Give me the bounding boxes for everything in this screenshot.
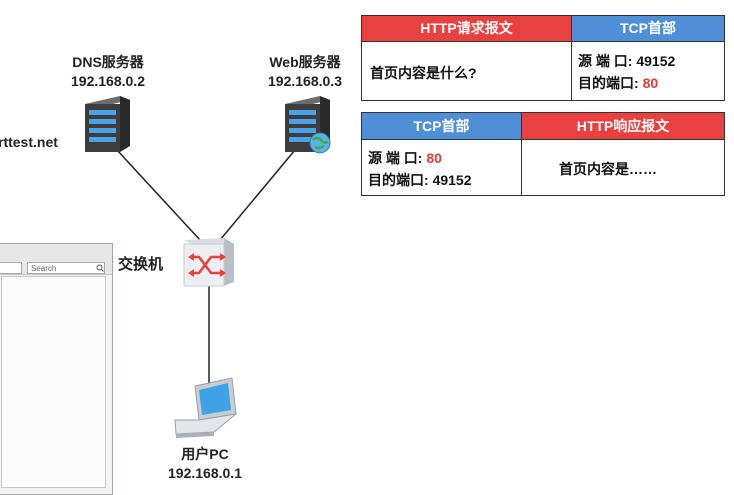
switch-label: 交换机	[118, 256, 164, 273]
dns-server-name: DNS服务器	[72, 54, 144, 70]
response-dst-port: 49152	[432, 172, 472, 188]
request-tcp-header: TCP首部	[571, 15, 725, 42]
request-tcp-body-cell: 源 端 口: 49152 目的端口: 80	[571, 41, 725, 101]
response-dst-port-label: 目的端口:	[368, 172, 429, 188]
domain-label: rttest.net	[0, 134, 58, 150]
response-tcp-header: TCP首部	[361, 112, 522, 140]
address-bar[interactable]	[0, 262, 22, 274]
request-http-body: 首页内容是什么?	[370, 65, 477, 81]
laptop-icon	[174, 377, 238, 438]
browser-window: Search	[0, 243, 113, 495]
response-tcp-body-cell: 源 端 口: 80 目的端口: 49152	[361, 139, 522, 196]
response-http-body-cell: 首页内容是……	[521, 139, 725, 196]
response-src-port: 80	[426, 150, 442, 166]
request-dst-port-label: 目的端口:	[578, 75, 639, 91]
user-pc-name: 用户PC	[181, 446, 229, 462]
browser-toolbar: Search	[0, 244, 112, 275]
web-server-ip: 192.168.0.3	[268, 73, 342, 89]
link-dns-switch	[116, 149, 201, 241]
switch-icon	[183, 238, 234, 287]
response-http-header: HTTP响应报文	[521, 112, 725, 140]
request-src-port: 49152	[636, 53, 676, 69]
dns-server-icon	[85, 96, 130, 152]
request-dst-port: 80	[642, 75, 659, 91]
web-server-name: Web服务器	[269, 54, 341, 70]
request-http-body-cell: 首页内容是什么?	[361, 41, 572, 101]
search-icon[interactable]	[96, 264, 104, 272]
response-http-body: 首页内容是……	[559, 161, 657, 177]
search-input[interactable]: Search	[27, 262, 105, 274]
response-src-port-label: 源 端 口:	[368, 150, 423, 166]
dns-server-ip: 192.168.0.2	[71, 73, 145, 89]
request-src-port-label: 源 端 口:	[578, 53, 633, 69]
user-pc-ip: 192.168.0.1	[168, 465, 242, 481]
link-web-switch	[219, 149, 296, 241]
browser-content	[1, 276, 106, 488]
web-server-icon	[285, 96, 331, 154]
request-http-header: HTTP请求报文	[361, 15, 572, 42]
